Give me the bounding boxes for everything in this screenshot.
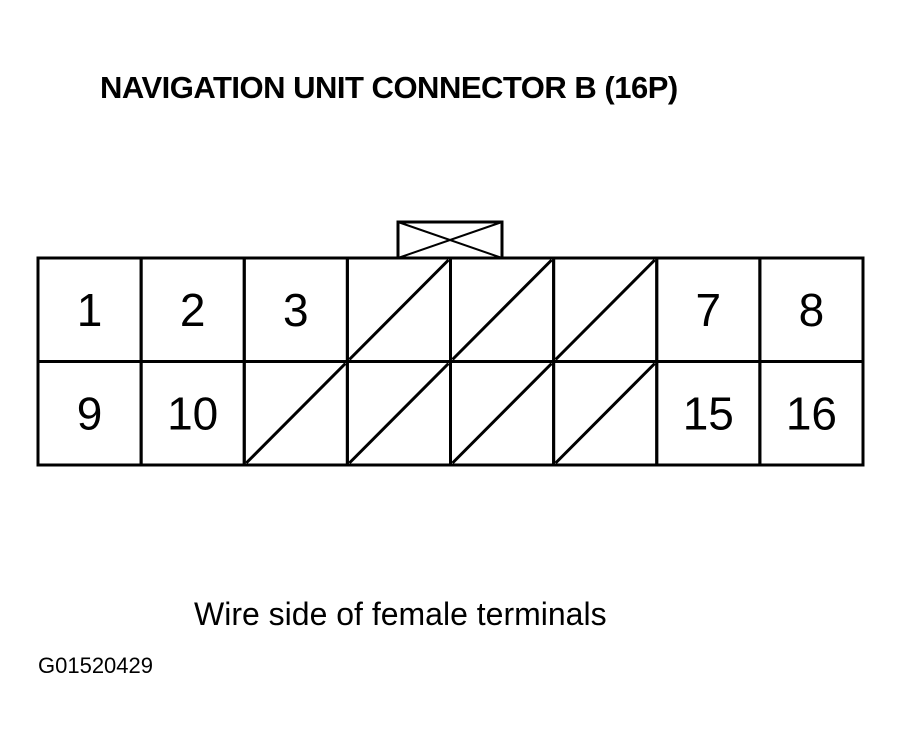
- unused-terminal-slash: [451, 258, 553, 361]
- connector-outline: [36, 256, 865, 467]
- unused-terminal-slash: [554, 258, 656, 361]
- unused-terminal-cell: [552, 360, 659, 467]
- terminal-pin-number: 3: [283, 284, 309, 336]
- diagram-caption: Wire side of female terminals: [194, 596, 607, 632]
- terminal-cell: 16: [758, 360, 865, 467]
- connector-cells: 1 2 3 7 8 9 10 15 16: [36, 256, 865, 467]
- terminal-cell: 10: [139, 360, 246, 467]
- unused-terminal-cell: [552, 256, 659, 363]
- unused-terminal-cell: [449, 256, 556, 363]
- connector-lock-tab: [396, 220, 504, 260]
- terminal-pin-number: 8: [799, 284, 825, 336]
- terminal-pin-number: 15: [683, 387, 734, 439]
- unused-terminal-slash: [348, 362, 450, 465]
- terminal-cell: 2: [139, 256, 246, 363]
- terminal-pin-number: 10: [167, 387, 218, 439]
- terminal-cell: 3: [242, 256, 349, 363]
- diagram-title: NAVIGATION UNIT CONNECTOR B (16P): [100, 70, 678, 105]
- terminal-cell: 9: [36, 360, 143, 467]
- unused-terminal-slash: [348, 258, 450, 361]
- unused-terminal-slash: [451, 362, 553, 465]
- unused-terminal-slash: [554, 362, 656, 465]
- terminal-pin-number: 9: [77, 387, 103, 439]
- lock-tab-cross-line: [397, 221, 503, 259]
- terminal-pin-number: 1: [77, 284, 103, 336]
- terminal-pin-number: 2: [180, 284, 206, 336]
- unused-terminal-cell: [449, 360, 556, 467]
- terminal-cell: 15: [655, 360, 762, 467]
- terminal-cell: 7: [655, 256, 762, 363]
- unused-terminal-slash: [245, 362, 347, 465]
- terminal-pin-number: 16: [786, 387, 837, 439]
- unused-terminal-cell: [345, 360, 452, 467]
- terminal-pin-number: 7: [696, 284, 722, 336]
- terminal-cell: 1: [36, 256, 143, 363]
- terminal-cell: 8: [758, 256, 865, 363]
- unused-terminal-cell: [345, 256, 452, 363]
- figure-code: G01520429: [38, 653, 153, 678]
- unused-terminal-cell: [242, 360, 349, 467]
